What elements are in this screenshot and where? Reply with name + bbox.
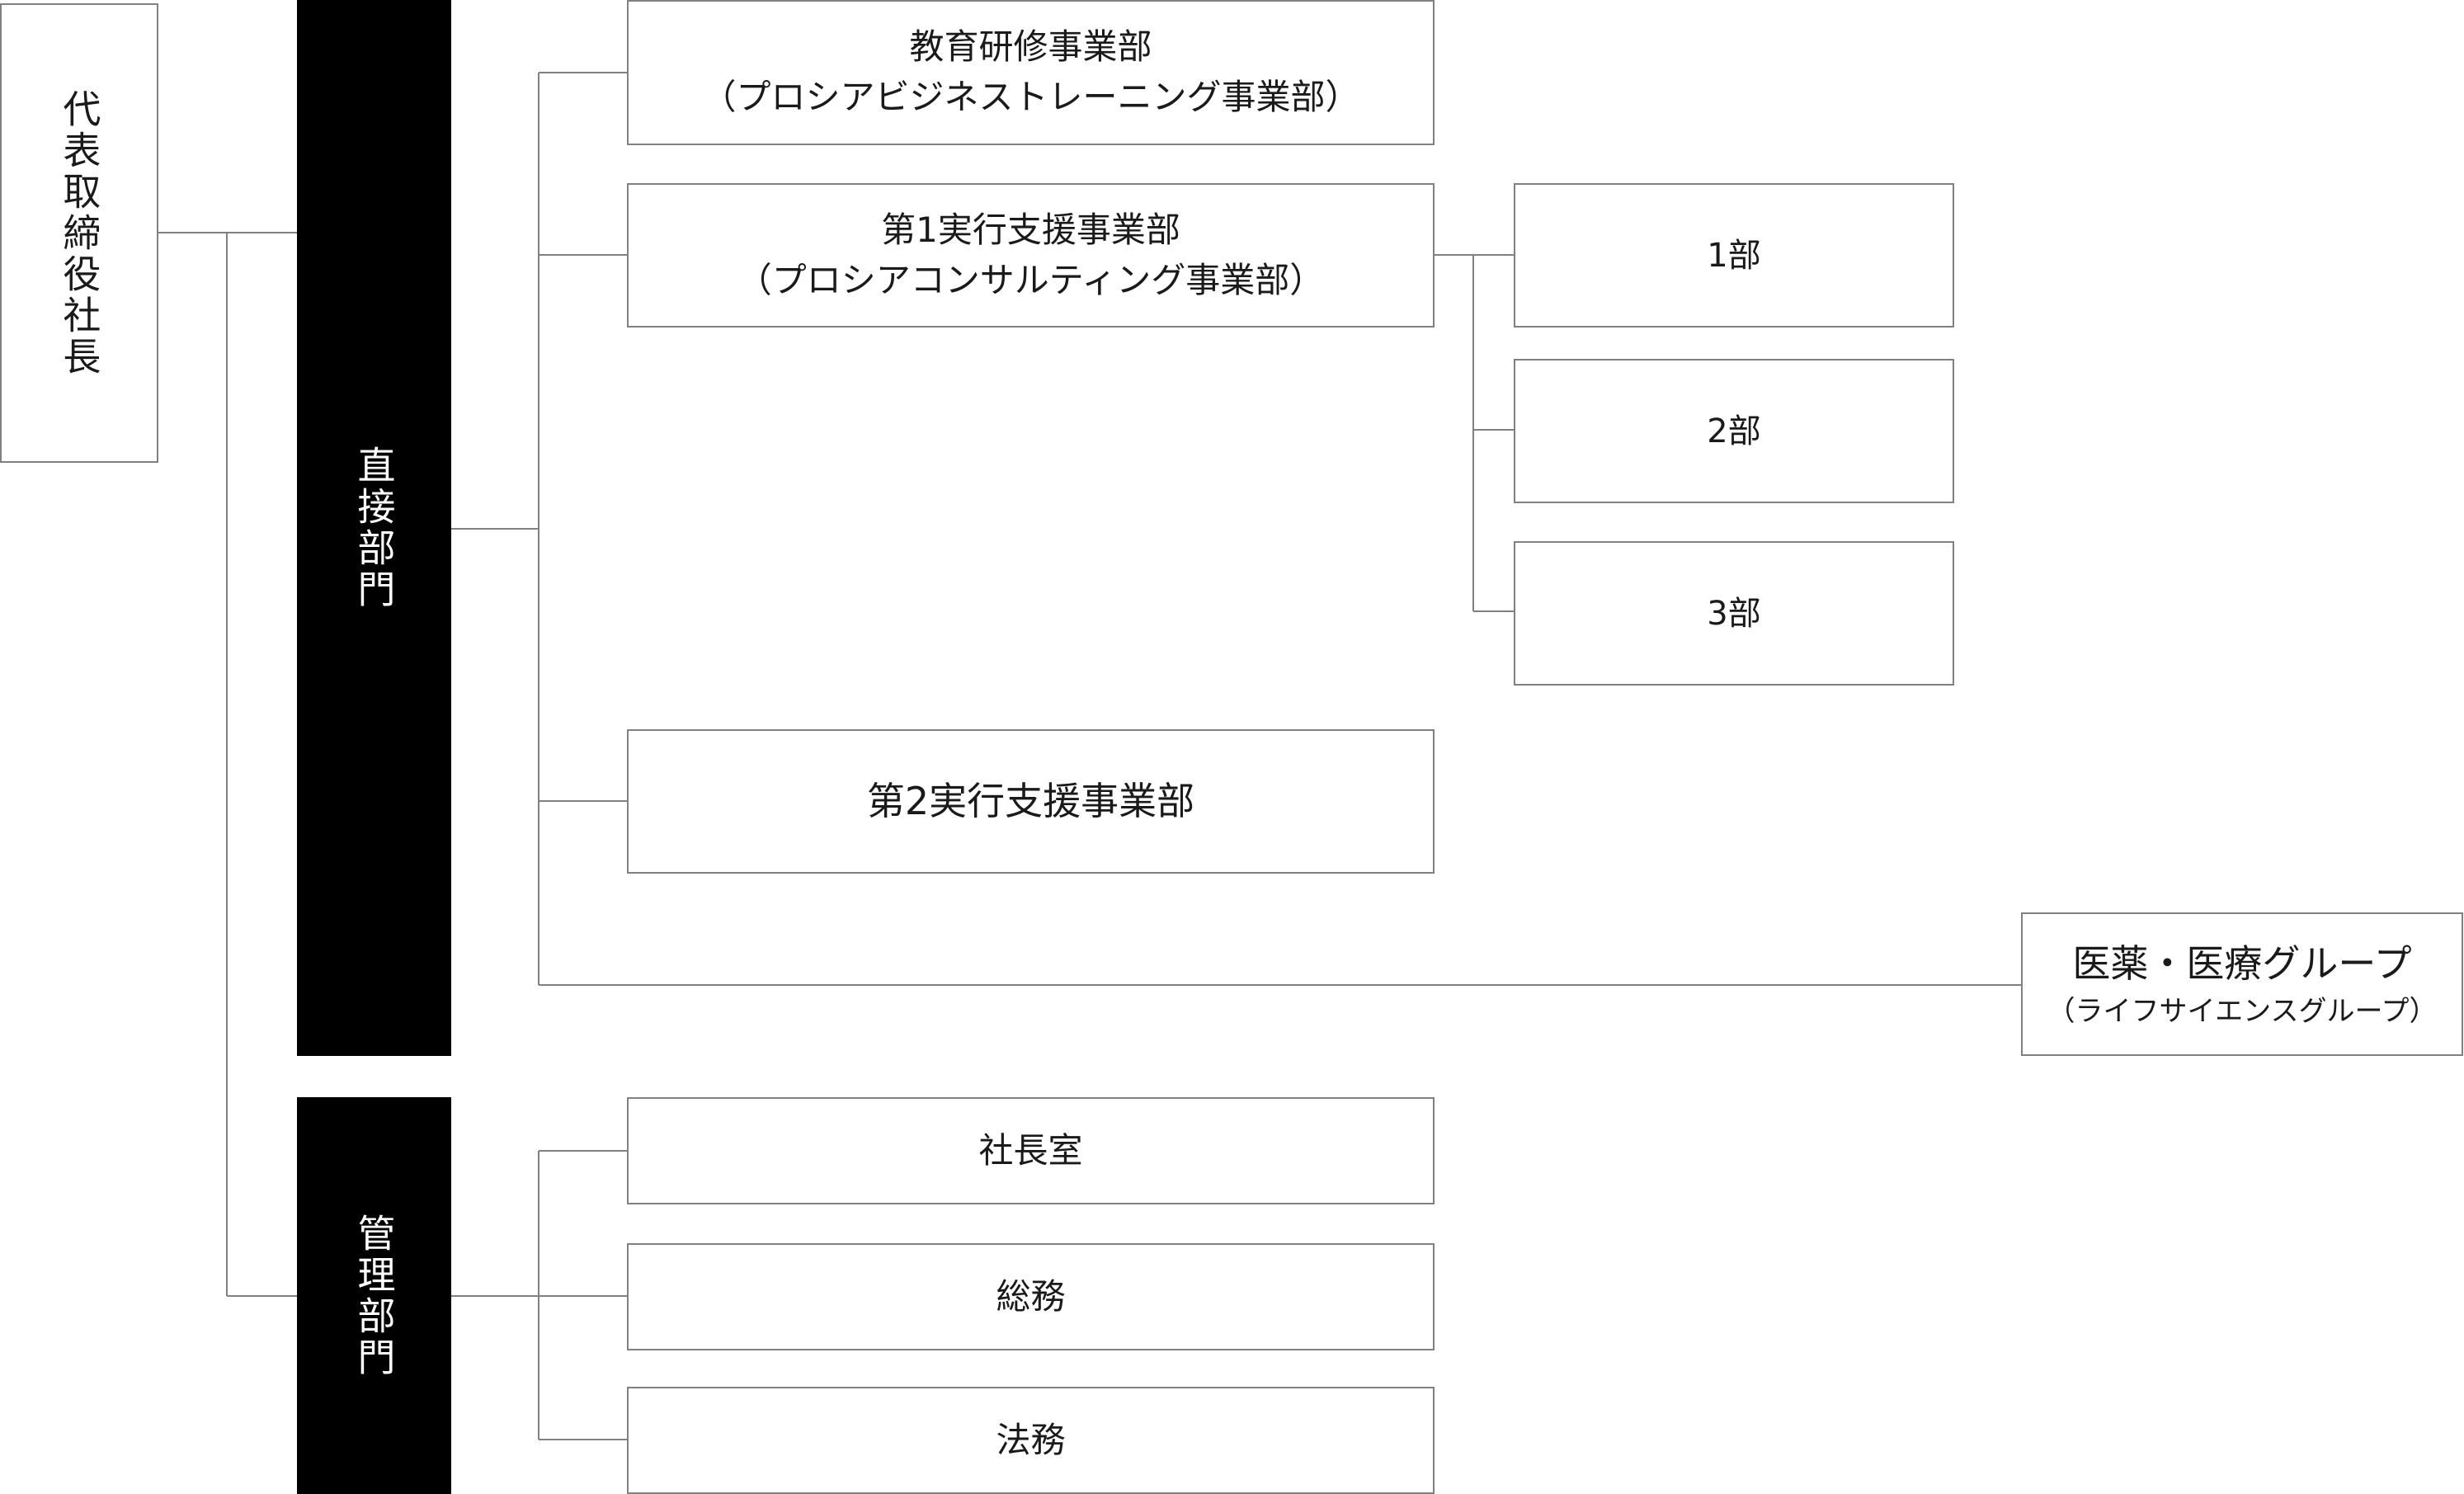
ceo-label: 代表取締役社長 — [57, 88, 102, 378]
department-2-label: 2部 — [1707, 412, 1761, 450]
general-affairs-unit: 総務 — [627, 1243, 1435, 1350]
execution-support-1-unit: 第1実行支援事業部 （プロシアコンサルティング事業部） — [627, 183, 1435, 328]
life-science-group-subtitle: （ライフサイエンスグループ） — [2047, 994, 2438, 1028]
department-1-label: 1部 — [1707, 236, 1761, 275]
education-training-unit: 教育研修事業部 （プロシアビジネストレーニング事業部） — [627, 0, 1435, 145]
admin-division-label: 管理部門 — [351, 1213, 397, 1379]
department-3: 3部 — [1514, 541, 1954, 686]
education-training-name: 教育研修事業部 — [909, 26, 1152, 68]
ceo-box: 代表取締役社長 — [0, 3, 158, 463]
department-3-label: 3部 — [1707, 594, 1761, 633]
execution-support-1-name: 第1実行支援事業部 — [881, 209, 1180, 250]
admin-division-box: 管理部門 — [297, 1097, 451, 1494]
execution-support-2-unit: 第2実行支援事業部 — [627, 729, 1435, 874]
life-science-group-name: 医薬・医療グループ — [2072, 941, 2412, 986]
general-affairs-label: 総務 — [996, 1275, 1066, 1317]
life-science-group: 医薬・医療グループ （ライフサイエンスグループ） — [2021, 912, 2463, 1056]
direct-division-label: 直接部門 — [351, 445, 397, 610]
education-training-subtitle: （プロシアビジネストレーニング事業部） — [701, 77, 1360, 117]
department-2: 2部 — [1514, 359, 1954, 503]
legal-label: 法務 — [996, 1419, 1066, 1460]
direct-division-box: 直接部門 — [297, 0, 451, 1056]
legal-unit: 法務 — [627, 1387, 1435, 1494]
department-1: 1部 — [1514, 183, 1954, 328]
president-office-label: 社長室 — [978, 1129, 1083, 1171]
execution-support-2-name: 第2実行支援事業部 — [866, 779, 1195, 824]
execution-support-1-subtitle: （プロシアコンサルティング事業部） — [737, 259, 1325, 300]
president-office-unit: 社長室 — [627, 1097, 1435, 1204]
